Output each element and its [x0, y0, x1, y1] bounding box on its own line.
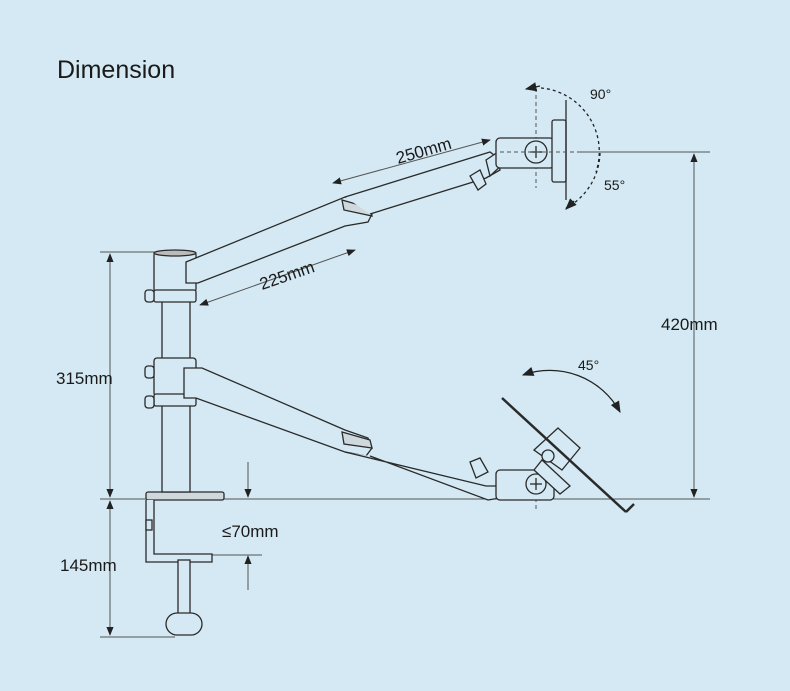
laptop-tilt-label: 45° — [578, 357, 599, 373]
lower-arm-length-label: 225mm — [257, 257, 317, 293]
pole-height-label: 315mm — [56, 369, 113, 388]
lower-arm — [183, 367, 635, 513]
diagram-title: Dimension — [57, 56, 176, 84]
angle-arcs — [521, 82, 621, 414]
tilt-up-label: 90° — [590, 86, 611, 102]
total-height-label: 420mm — [661, 315, 718, 334]
pole-assembly — [144, 249, 225, 636]
upper-arm-length-label: 250mm — [394, 134, 454, 168]
desk-thickness-label: ≤70mm — [222, 522, 279, 541]
tilt-down-label: 55° — [604, 177, 625, 193]
upper-arm — [185, 100, 710, 284]
clamp-height-label: 145mm — [60, 556, 117, 575]
